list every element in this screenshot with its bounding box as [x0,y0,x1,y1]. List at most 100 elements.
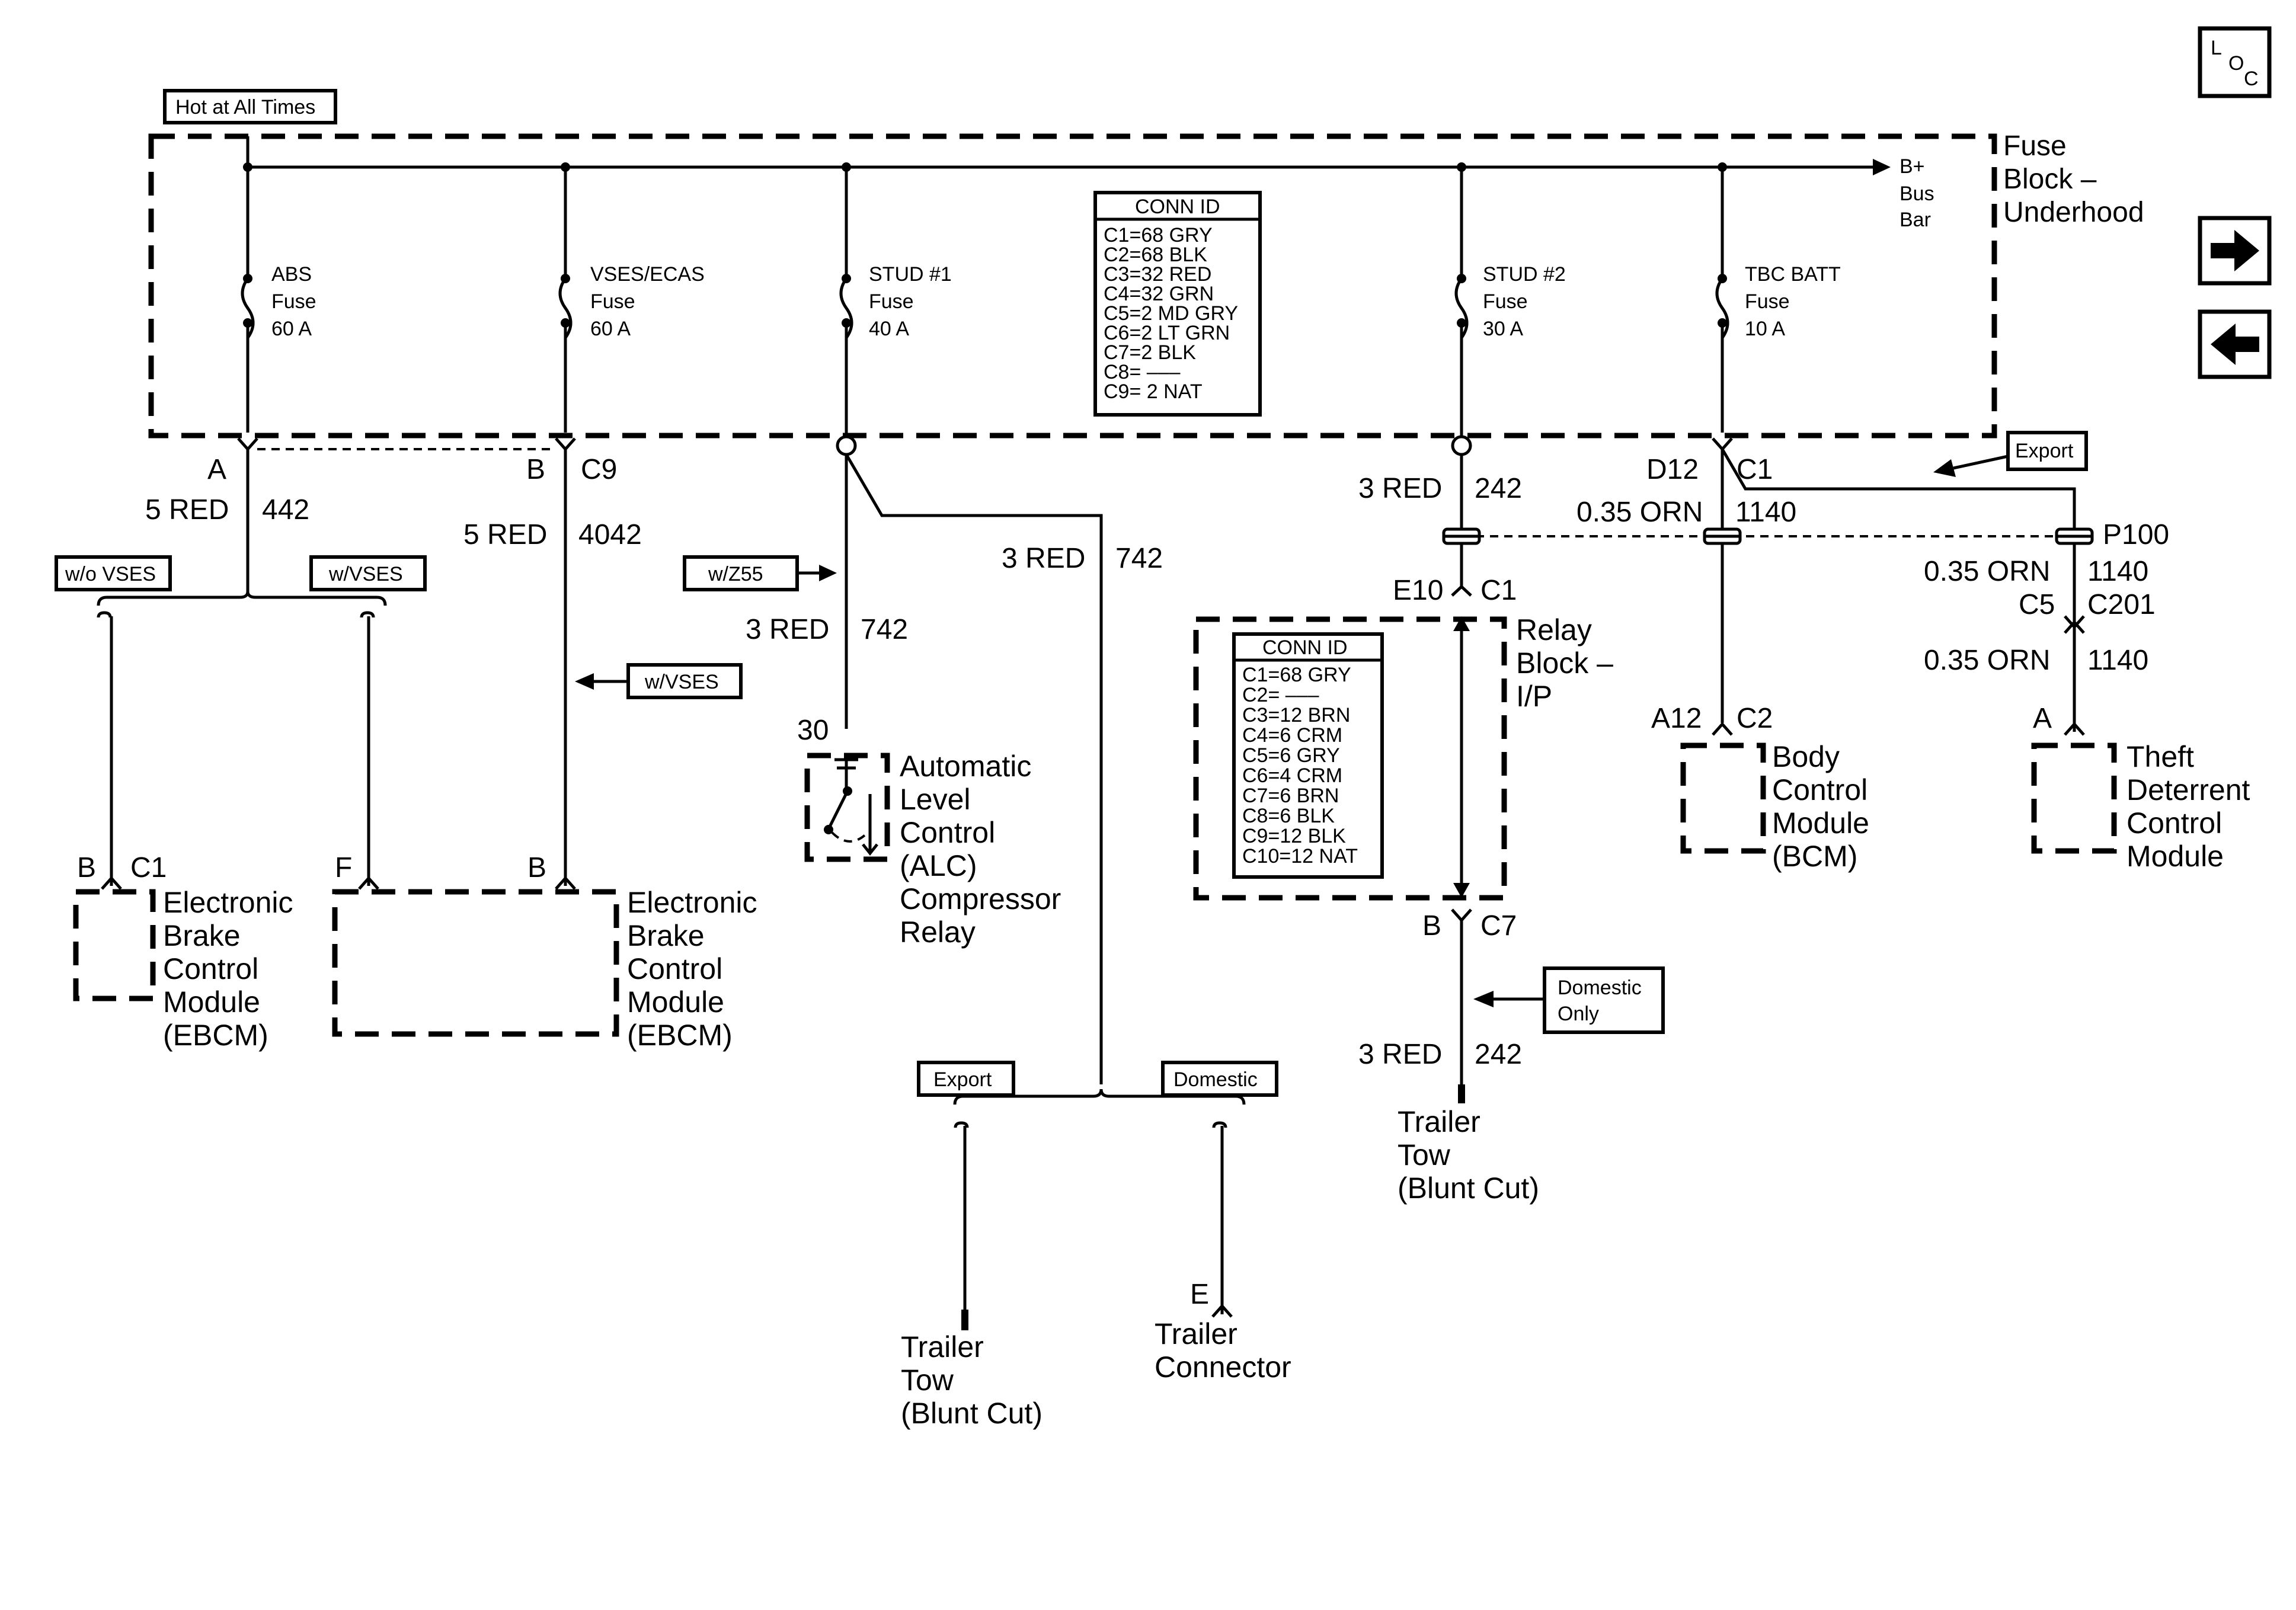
svg-text:VSES/ECAS: VSES/ECAS [590,263,705,286]
fuse-stud-2[interactable]: STUD #2 Fuse 30 A [1454,162,1566,436]
svg-text:C4=6 CRM: C4=6 CRM [1242,724,1342,747]
option-export-2-box [2006,431,2088,471]
connector-b-c7: B C7 [1422,908,1517,942]
trailer-connector[interactable]: Trailer [1155,1317,1237,1350]
bcm-label: Body [1772,740,1840,773]
next-page-button[interactable] [2198,216,2272,286]
wire-742-trailer[interactable] [845,453,1103,1084]
ebcm-module-2[interactable] [332,889,619,1037]
svg-text:Control: Control [163,952,258,985]
arrow-up-icon [1453,616,1470,631]
svg-text:C201: C201 [2087,589,2156,620]
svg-text:30 A: 30 A [1483,318,1523,340]
splice-icon-stud2 [1442,527,1481,545]
fuse-block-label-3: Underhood [2003,197,2144,228]
alc-compressor-relay[interactable] [804,753,890,862]
option-export: Export [933,1068,992,1091]
svg-text:Fuse: Fuse [1483,290,1528,313]
theft-deterrent-control-module[interactable] [2031,742,2117,854]
svg-text:B: B [526,454,545,485]
svg-text:A: A [2033,703,2052,734]
svg-text:C3=32 RED: C3=32 RED [1104,263,1211,286]
fuse-symbol-icon [558,277,573,339]
svg-text:C7: C7 [1480,910,1517,942]
bus-bar-label-3: Bar [1900,209,1931,231]
svg-text:C1=68 GRY: C1=68 GRY [1242,664,1351,686]
svg-text:CONN ID: CONN ID [1135,196,1220,218]
previous-page-button[interactable] [2198,309,2272,379]
relay-switch-icon [828,790,849,828]
svg-text:L: L [2211,37,2222,59]
arrow-down-icon [1453,883,1470,898]
svg-text:Control: Control [2126,806,2222,840]
ebcm-1-label: Electronic [163,886,293,919]
svg-text:Deterrent: Deterrent [2126,773,2250,806]
svg-text:D12: D12 [1646,454,1699,485]
arrow-right-icon [2211,230,2259,271]
alc-label: Automatic [900,750,1031,783]
fuse-symbol-icon [1715,277,1729,339]
fuse-block-label-1: Fuse [2003,130,2067,162]
svg-text:C10=12 NAT: C10=12 NAT [1242,845,1358,868]
bus-bar-arrow-icon [1873,159,1891,175]
svg-text:C7=6 BRN: C7=6 BRN [1242,785,1339,807]
wire-742b-number: 742 [1115,543,1163,574]
svg-text:C2: C2 [1737,703,1773,734]
ebcm-module-1[interactable] [73,889,156,1001]
fuse-abs[interactable]: ABS Fuse 60 A [241,136,316,433]
wire-1140b-number: 1140 [2087,556,2148,587]
svg-text:STUD #2: STUD #2 [1483,263,1566,286]
svg-text:40 A: 40 A [869,318,909,340]
svg-text:Tow: Tow [901,1363,954,1397]
svg-text:C4=32 GRN: C4=32 GRN [1104,283,1214,305]
svg-text:C9: C9 [581,454,617,485]
svg-text:C2= –––: C2= ––– [1242,684,1319,706]
svg-text:Control: Control [900,816,995,849]
fuse-tbc-batt[interactable]: TBC BATT Fuse 10 A [1715,162,1841,433]
svg-text:Module: Module [163,985,260,1019]
wire-4042-number: 4042 [578,519,642,550]
splice-icon-p100 [2055,527,2094,545]
svg-text:C8= –––: C8= ––– [1104,361,1181,383]
svg-text:Control: Control [1772,773,1868,806]
trailer-tow-blunt-cut-1: Trailer [901,1330,984,1363]
fuse-symbol-icon [839,277,853,339]
svg-text:C9=12 BLK: C9=12 BLK [1242,825,1346,847]
svg-text:B: B [527,852,546,884]
svg-text:C1: C1 [130,852,167,884]
svg-text:Module: Module [627,985,724,1019]
arrow-left-icon [575,673,594,690]
option-domestic-only-box [1543,966,1665,1034]
wire-1140a-size: 0.35 ORN [1576,497,1703,528]
body-control-module[interactable] [1680,742,1766,854]
option-w-vses-box [309,555,427,591]
svg-text:C5=2 MD GRY: C5=2 MD GRY [1104,302,1238,325]
svg-text:Compressor: Compressor [900,882,1061,916]
wire-1140-tdcm[interactable] [1721,448,2076,637]
option-w-vses-2-box [626,663,743,699]
svg-text:C6=2 LT GRN: C6=2 LT GRN [1104,322,1230,344]
relay-block-ip[interactable] [1193,616,1507,901]
loc-button[interactable]: L O C [2198,26,2272,98]
option-brace-trailer [963,1089,1236,1098]
option-domestic: Domestic [1173,1068,1258,1091]
svg-text:Connector: Connector [1155,1350,1291,1384]
wire-242a-size: 3 RED [1358,473,1442,504]
svg-text:Only: Only [1558,1003,1599,1025]
fuse-symbol-icon [241,277,255,339]
wire-442-number: 442 [262,494,309,526]
svg-text:10 A: 10 A [1745,318,1785,340]
svg-text:C1=68 GRY: C1=68 GRY [1104,224,1213,247]
fuse-vses-ecas[interactable]: VSES/ECAS Fuse 60 A [558,162,705,433]
ebcm-2-label: Electronic [627,886,757,919]
svg-text:C5=6 GRY: C5=6 GRY [1242,744,1340,767]
wire-442-size: 5 RED [145,494,229,526]
svg-text:Fuse: Fuse [590,290,635,313]
svg-text:B: B [77,852,96,884]
svg-text:Control: Control [627,952,722,985]
fuse-stud-1[interactable]: STUD #1 Fuse 40 A [839,162,952,436]
svg-text:C9= 2 NAT: C9= 2 NAT [1104,380,1203,403]
connector-a-tdcm: A [2033,703,2085,736]
connector-e10-c1: E10 C1 [1393,575,1517,606]
tdcm-label: Theft [2126,740,2194,773]
